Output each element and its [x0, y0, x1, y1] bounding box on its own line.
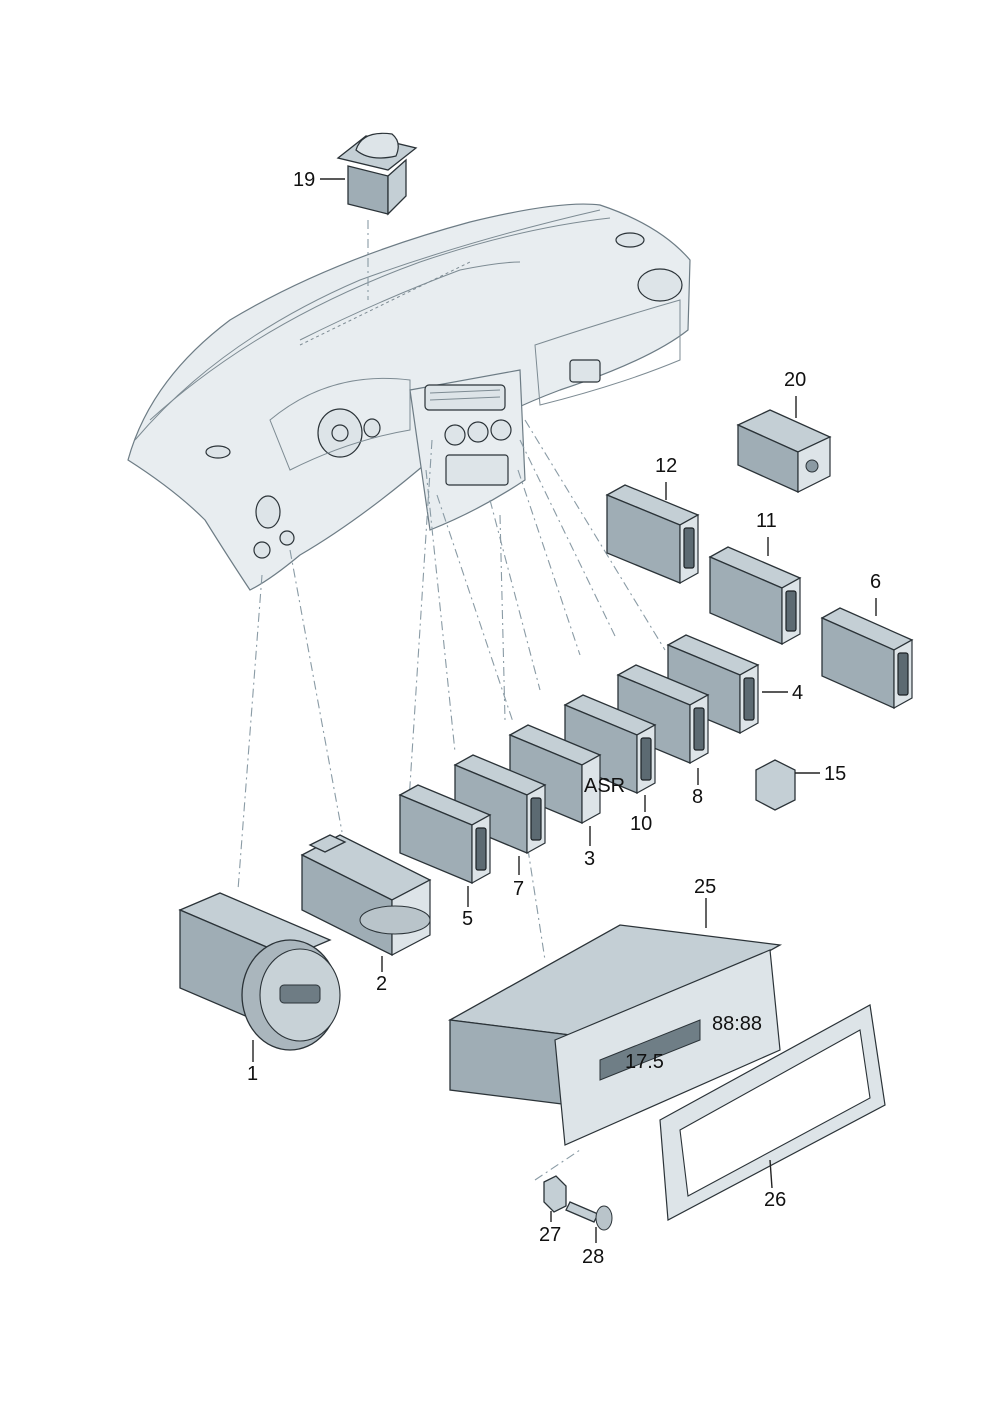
label-1: 1 — [247, 1063, 258, 1085]
label-28: 28 — [582, 1246, 604, 1268]
part-4-switch — [666, 634, 760, 735]
label-6: 6 — [870, 571, 881, 593]
asr-button-text: ASR — [584, 775, 625, 797]
part-number-labels: 19 20 12 11 6 4 15 8 10 3 7 5 2 1 25 26 … — [247, 169, 881, 1268]
label-3: 3 — [584, 848, 595, 870]
part-1-light-switch — [178, 892, 341, 1051]
dashboard-illustration — [127, 203, 691, 591]
part-27-clip — [543, 1175, 567, 1213]
label-2: 2 — [376, 973, 387, 995]
part-5-switch — [398, 784, 492, 885]
part-2-dimmer — [300, 834, 432, 957]
label-11: 11 — [756, 510, 777, 532]
label-7: 7 — [513, 878, 524, 900]
part-20-switch-module — [736, 409, 832, 494]
label-20: 20 — [784, 369, 806, 391]
climate-temp-display: 17.5 — [625, 1051, 664, 1073]
leader-lines-solid — [252, 178, 877, 1243]
label-5: 5 — [462, 908, 473, 930]
part-15-cap — [755, 759, 796, 811]
part-26-trim-frame — [659, 1004, 886, 1221]
label-27: 27 — [539, 1224, 561, 1246]
label-10: 10 — [630, 813, 652, 835]
label-15: 15 — [824, 763, 846, 785]
part-3-switch: ASR — [508, 724, 625, 825]
part-12-switch — [605, 484, 700, 585]
label-26: 26 — [764, 1189, 786, 1211]
label-12: 12 — [655, 455, 677, 477]
label-25: 25 — [694, 876, 716, 898]
part-11-switch — [708, 546, 802, 646]
part-8-switch — [616, 664, 710, 765]
part-10-switch — [563, 694, 657, 795]
part-7-switch — [453, 754, 547, 855]
part-28-screw — [565, 1201, 613, 1231]
label-4: 4 — [792, 682, 803, 704]
part-25-climate-control-unit: 17.5 88:88 — [447, 924, 783, 1146]
part-6-switch — [820, 607, 914, 710]
climate-digit-display: 88:88 — [712, 1013, 762, 1035]
label-8: 8 — [692, 786, 703, 808]
part-19-switch — [336, 132, 418, 216]
label-19: 19 — [293, 169, 315, 191]
leader-lines-dashed — [237, 220, 666, 1181]
